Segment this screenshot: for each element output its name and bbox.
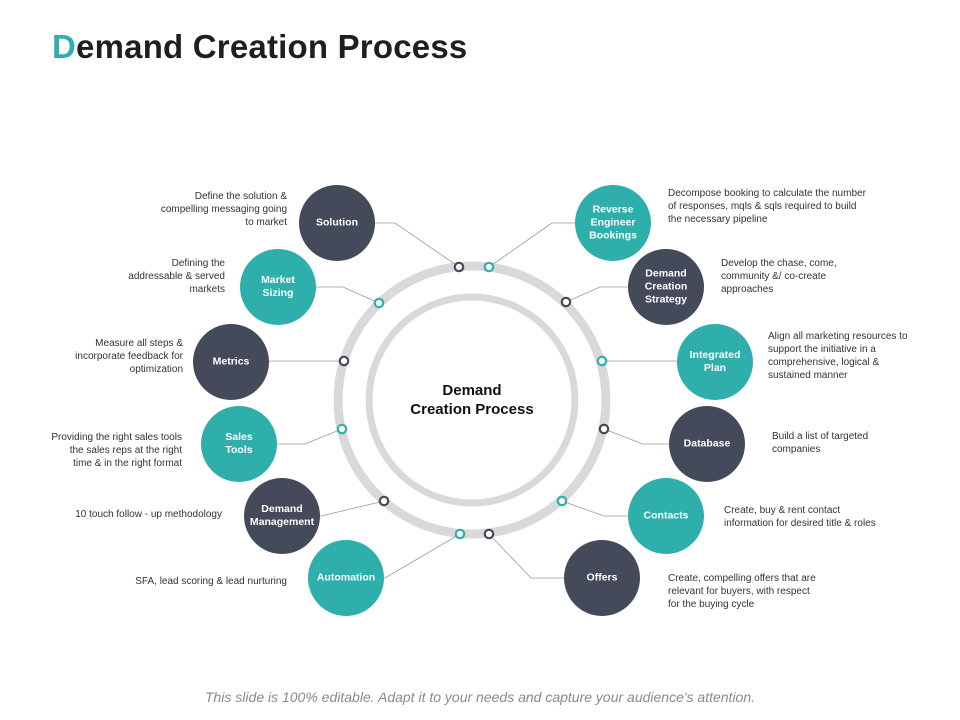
step-circle-contacts: [628, 478, 704, 554]
ring-dot-demand-management: [378, 495, 390, 507]
connector-line-metrics: [268, 360, 344, 363]
step-description-reverse-engineer-bookings: Decompose booking to calculate the numbe…: [668, 188, 866, 225]
ring-dot-offers: [483, 528, 495, 540]
step-label-offers: Offers: [586, 571, 618, 584]
step-description-demand-creation-strategy: Develop the chase, come, community &/ co…: [721, 258, 837, 295]
step-description-sales-tools: Providing the right sales tools the sale…: [51, 432, 182, 469]
step-description-contacts: Create, buy & rent contact information f…: [724, 505, 876, 529]
page-title: Demand Creation Process: [52, 28, 467, 66]
ring-dot-database: [598, 423, 610, 435]
step-label-database: Database: [683, 437, 731, 450]
step-label-solution: Solution: [316, 216, 358, 229]
connector-line-contacts: [561, 500, 628, 517]
step-circle-offers: [564, 540, 640, 616]
step-label-sales-tools: Sales Tools: [225, 431, 253, 456]
step-circle-demand-creation-strategy: [628, 249, 704, 325]
ring-dot-contacts: [556, 495, 568, 507]
step-description-metrics: Measure all steps & incorporate feedback…: [75, 338, 183, 375]
ring-dot-market-sizing: [373, 297, 385, 309]
connector-line-database: [603, 428, 669, 445]
step-circle-integrated-plan: [677, 324, 753, 400]
step-description-automation: SFA, lead scoring & lead nurturing: [135, 576, 287, 587]
step-description-database: Build a list of targeted companies: [772, 431, 869, 455]
step-label-integrated-plan: Integrated Plan: [689, 349, 741, 374]
connector-line-sales-tools: [277, 428, 343, 445]
ring-dot-integrated-plan: [596, 355, 608, 367]
connector-line-solution: [375, 222, 460, 268]
connector-line-automation: [384, 533, 461, 579]
step-circle-solution: [299, 185, 375, 261]
step-label-metrics: Metrics: [212, 355, 250, 368]
step-label-reverse-engineer-bookings: Reverse Engineer Bookings: [589, 203, 637, 242]
step-circles: [193, 185, 753, 616]
step-description-demand-management: 10 touch follow - up methodology: [75, 509, 222, 520]
step-description-market-sizing: Defining the addressable & served market…: [128, 258, 225, 295]
ring-dot-solution: [453, 261, 465, 273]
connector-line-reverse-engineer-bookings: [488, 222, 575, 268]
step-label-demand-creation-strategy: Demand Creation Strategy: [644, 267, 688, 306]
step-description-integrated-plan: Align all marketing resources to support…: [768, 331, 908, 381]
connector-line-market-sizing: [316, 286, 380, 304]
title-first-letter: D: [52, 28, 77, 65]
footer-note: This slide is 100% editable. Adapt it to…: [204, 689, 756, 705]
step-circle-demand-management: [244, 478, 320, 554]
step-circle-metrics: [193, 324, 269, 400]
step-label-market-sizing: Market Sizing: [261, 274, 295, 299]
center-label: Demand Creation Process: [410, 382, 534, 418]
title-rest: emand Creation Process: [76, 28, 468, 65]
step-circle-automation: [308, 540, 384, 616]
step-circle-reverse-engineer-bookings: [575, 185, 651, 261]
ring-dot-reverse-engineer-bookings: [483, 261, 495, 273]
connector-line-demand-creation-strategy: [565, 286, 628, 303]
step-description-offers: Create, compelling offers that are relev…: [668, 573, 816, 610]
ring-dot-automation: [454, 528, 466, 540]
step-label-demand-management: Demand Management: [249, 503, 315, 528]
step-circle-sales-tools: [201, 406, 277, 482]
connector-line-integrated-plan: [602, 360, 678, 362]
connector-line-offers: [488, 533, 564, 579]
ring-dot-metrics: [338, 355, 350, 367]
step-label-automation: Automation: [316, 571, 376, 584]
inner-ring: [365, 293, 579, 507]
ring-dot-demand-creation-strategy: [560, 296, 572, 308]
step-circle-database: [669, 406, 745, 482]
step-circle-market-sizing: [240, 249, 316, 325]
connectors: [268, 222, 678, 579]
ring-dots: [336, 261, 610, 540]
connector-line-demand-management: [320, 500, 385, 517]
step-description-solution: Define the solution & compelling messagi…: [160, 191, 287, 228]
ring-dot-sales-tools: [336, 423, 348, 435]
outer-ring: [333, 261, 611, 539]
step-label-contacts: Contacts: [643, 509, 689, 522]
